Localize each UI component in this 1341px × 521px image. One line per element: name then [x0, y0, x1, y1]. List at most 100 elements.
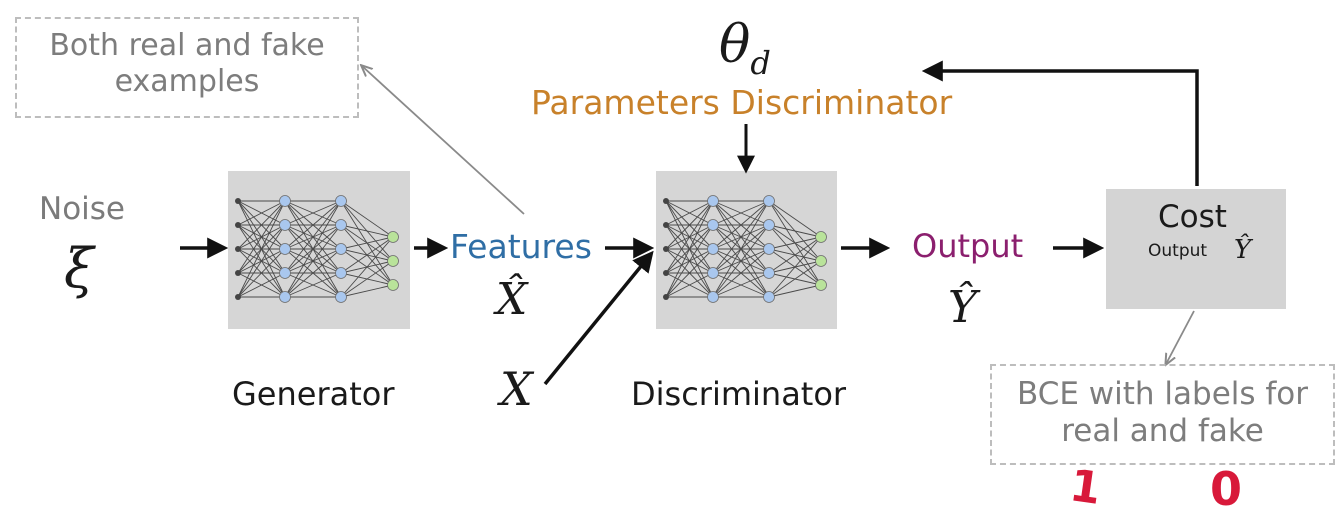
note-bce-line-2: real and fake: [1061, 413, 1264, 450]
network-edge: [340, 236, 394, 298]
network-edge: [712, 200, 770, 250]
noise-label: Noise: [39, 191, 125, 227]
network-node: [235, 294, 241, 300]
cost-feedback-arrow: [921, 60, 1199, 186]
network-edge: [712, 272, 770, 298]
network-edge: [284, 248, 342, 298]
note-real-and-fake-examples: Both real and fake examples: [15, 17, 359, 118]
note-examples-line-1: Both real and fake: [49, 28, 325, 63]
network-edge: [665, 248, 714, 298]
network-node: [387, 231, 399, 243]
network-edge: [237, 200, 286, 298]
network-edge: [237, 248, 286, 298]
network-node: [663, 294, 669, 300]
network-node: [235, 246, 241, 252]
network-node: [235, 222, 241, 228]
network-node: [279, 291, 291, 303]
network-edge: [237, 200, 286, 250]
network-edge: [665, 200, 714, 250]
cost-output-label: Output: [1148, 241, 1208, 261]
network-node: [279, 219, 291, 231]
network-node: [815, 279, 827, 291]
network-edge: [340, 260, 394, 298]
network-edge: [340, 284, 394, 298]
theta-symbol: θd: [719, 19, 771, 79]
network-edge: [340, 200, 394, 238]
network-edge: [768, 284, 822, 298]
network-edge: [237, 224, 286, 298]
real-data-symbol: X: [500, 362, 533, 416]
network-node: [335, 195, 347, 207]
network-node: [335, 219, 347, 231]
network-edge: [665, 200, 714, 298]
discriminator-label: Discriminator: [631, 375, 847, 413]
theta-subscript: d: [750, 44, 771, 82]
features-label: Features: [450, 227, 592, 266]
network-edge: [665, 272, 714, 298]
note-bce-labels: BCE with labels for real and fake: [990, 364, 1335, 465]
network-node: [707, 267, 719, 279]
network-node: [763, 195, 775, 207]
output-label: Output: [912, 227, 1024, 265]
network-node: [707, 219, 719, 231]
parameters-label: Parameters Discriminator: [531, 83, 953, 122]
network-edge: [340, 224, 394, 238]
network-edge: [712, 248, 770, 298]
network-edge: [340, 236, 394, 250]
network-edge: [237, 200, 286, 274]
network-edge: [284, 200, 342, 298]
features-symbol: X̂: [496, 274, 528, 325]
network-edge: [665, 224, 714, 298]
cost-box: Cost Output Ŷ: [1106, 189, 1286, 309]
network-node: [663, 246, 669, 252]
network-node: [663, 222, 669, 228]
cost-title: Cost: [1158, 199, 1227, 235]
network-node: [815, 255, 827, 267]
discriminator-network-box: [656, 171, 837, 329]
generator-network-box: [228, 171, 410, 329]
network-edge: [284, 200, 342, 274]
network-edge: [768, 200, 822, 238]
network-edge: [665, 200, 714, 226]
network-node: [815, 231, 827, 243]
cost-output-symbol: Ŷ: [1234, 235, 1252, 265]
network-edge: [712, 224, 770, 298]
network-edge: [284, 272, 342, 298]
network-node: [387, 279, 399, 291]
generator-label: Generator: [232, 375, 395, 413]
network-node: [663, 198, 669, 204]
network-edge: [237, 272, 286, 298]
network-node: [335, 291, 347, 303]
output-symbol: Ŷ: [948, 282, 978, 333]
network-edge: [712, 200, 770, 298]
real-to-discriminator-arrow: [543, 250, 654, 386]
network-edge: [768, 236, 822, 274]
network-node: [235, 270, 241, 276]
handwritten-label-real: 1: [1066, 460, 1105, 515]
network-node: [763, 267, 775, 279]
features-note-pointer: [362, 66, 525, 215]
network-edge: [712, 200, 770, 274]
network-node: [279, 267, 291, 279]
network-node: [707, 291, 719, 303]
theta-letter: θ: [719, 15, 751, 75]
handwritten-label-fake: 0: [1210, 462, 1243, 516]
network-edge: [284, 200, 342, 250]
network-edge: [284, 224, 342, 298]
noise-symbol: ξ: [64, 237, 94, 300]
network-edge: [768, 236, 822, 250]
network-node: [387, 255, 399, 267]
network-edge: [340, 236, 394, 274]
cost-note-pointer: [1166, 310, 1195, 364]
network-edge: [768, 260, 822, 298]
generator-network-icon: [235, 195, 399, 303]
note-bce-line-1: BCE with labels for: [1016, 376, 1309, 412]
note-examples-line-2: examples: [114, 64, 260, 99]
network-edge: [712, 200, 770, 226]
network-node: [763, 243, 775, 255]
network-node: [279, 243, 291, 255]
network-node: [707, 195, 719, 207]
network-node: [763, 219, 775, 231]
network-node: [663, 270, 669, 276]
